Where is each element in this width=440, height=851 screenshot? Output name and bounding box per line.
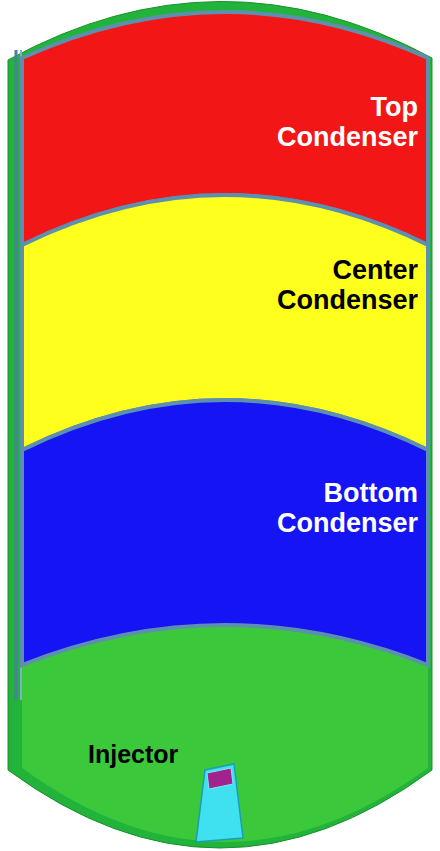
wall-section-line [15,50,18,700]
vessel-shell [8,1,432,848]
condenser-band-outline [22,400,428,665]
band-label: Top Condenser [258,92,418,152]
band-label: Center Condenser [258,255,418,315]
part-label: Injector [88,740,198,768]
vessel-floor [22,12,428,842]
injector-outline [196,764,243,842]
condenser-band: Bottom Condenser [22,398,428,667]
injector-opening [207,768,233,789]
injector: Injector [88,740,248,845]
band-label: Bottom Condenser [248,478,418,538]
